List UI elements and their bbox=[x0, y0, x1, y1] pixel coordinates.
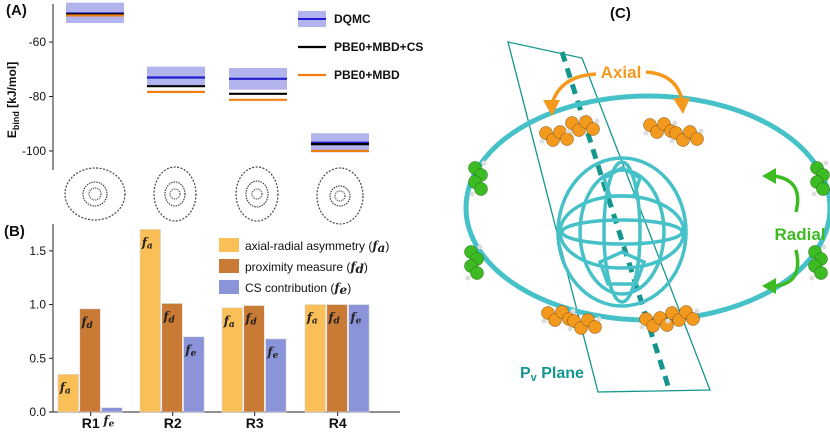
radial-arrow-top bbox=[773, 174, 800, 213]
bar-fd bbox=[79, 308, 101, 413]
panel-b-category-label: R4 bbox=[329, 415, 347, 431]
bar-fa-label: fa bbox=[141, 235, 153, 251]
bar-fe bbox=[265, 338, 287, 413]
legend-mbd-label: PBE0+MBD bbox=[334, 68, 400, 82]
molecule-thumbnail-r4 bbox=[316, 167, 364, 225]
radial-arrow-bottom bbox=[773, 249, 800, 288]
axial-label: Axial bbox=[601, 63, 642, 82]
radial-atom-cluster bbox=[808, 244, 828, 281]
bar-fa bbox=[57, 374, 79, 413]
bar-fa bbox=[221, 307, 243, 413]
panel-c-diagram: Axial Radial Pv Plane bbox=[463, 41, 830, 393]
panel-a-ytick-label: -80 bbox=[29, 90, 47, 104]
legend-dqmc-label: DQMC bbox=[334, 12, 371, 26]
panel-a-ytick-label: -100 bbox=[22, 144, 46, 158]
bar-fa bbox=[304, 304, 326, 413]
panel-b-category-label: R3 bbox=[246, 415, 264, 431]
panel-b-ytick-label: 0.5 bbox=[29, 351, 46, 365]
bar-fe bbox=[183, 336, 205, 413]
legend-fd-label: proximity measure (fd) bbox=[245, 260, 368, 276]
radial-atom-cluster bbox=[810, 160, 830, 197]
axial-atom-cluster bbox=[539, 125, 574, 147]
radial-atom-groups bbox=[464, 160, 830, 281]
bar-fe-label: fe bbox=[349, 311, 361, 327]
bar-fd-label: fd bbox=[80, 315, 93, 331]
legend-mbdcs-label: PBE0+MBD+CS bbox=[334, 40, 423, 54]
radial-atom-cluster bbox=[468, 160, 488, 197]
panel-a-y-label: Ebind [kJ/mol] bbox=[5, 62, 21, 138]
axial-arrow-left bbox=[550, 72, 597, 105]
legend-fe-swatch bbox=[219, 280, 239, 294]
legend-fa-swatch bbox=[219, 238, 239, 252]
legend-fa-label: axial-radial asymmetry (fa) bbox=[245, 239, 389, 255]
bar-fe-label: fe bbox=[102, 414, 114, 430]
radial-arrowhead-top bbox=[762, 168, 776, 184]
panel-label-a: (A) bbox=[6, 2, 27, 19]
bar-fa bbox=[139, 229, 161, 413]
bar-fd-label: fd bbox=[327, 311, 340, 327]
bar-fe bbox=[348, 304, 370, 413]
molecule-thumbnails bbox=[64, 166, 364, 225]
bar-fa-label: fa bbox=[59, 380, 71, 396]
panel-b-ytick-label: 1.0 bbox=[29, 298, 46, 312]
molecule-thumbnail-r2 bbox=[153, 166, 197, 222]
bar-fd bbox=[161, 303, 183, 413]
bar-fa-label: fa bbox=[306, 311, 318, 327]
bar-fe bbox=[101, 407, 123, 413]
legend-fe-label: CS contribution (fe) bbox=[245, 281, 351, 297]
molecule-thumbnail-r3 bbox=[235, 166, 279, 222]
bar-fd-label: fd bbox=[244, 312, 257, 328]
fullerene-cage bbox=[556, 156, 688, 308]
bar-fe-label: fe bbox=[266, 345, 278, 361]
axial-arrowhead-right bbox=[673, 98, 690, 114]
axial-atom-cluster bbox=[565, 115, 600, 137]
axial-arrow-right bbox=[645, 70, 684, 101]
pv-plane-label: Pv Plane bbox=[520, 365, 584, 384]
radial-arrowhead-bottom bbox=[762, 278, 776, 294]
bar-fa-label: fa bbox=[223, 314, 235, 330]
panel-b-ytick-label: 0.0 bbox=[29, 405, 46, 419]
panel-b-category-label: R1 bbox=[82, 415, 100, 431]
bar-fe-label: fe bbox=[184, 343, 196, 359]
panel-label-b: (B) bbox=[4, 223, 25, 240]
axial-atom-groups bbox=[539, 115, 704, 335]
axial-atom-cluster bbox=[665, 305, 700, 327]
panel-a-chart: Ebind [kJ/mol] -60 -80 -100 DQMC PBE0+MBD+… bbox=[5, 2, 423, 225]
panel-b-legend: axial-radial asymmetry (fa) proximity me… bbox=[219, 238, 389, 297]
pv-axis-dashed-line bbox=[559, 51, 673, 393]
panel-a-ytick-label: -60 bbox=[29, 35, 47, 49]
bar-fd-label: fd bbox=[162, 309, 175, 325]
legend-fd-swatch bbox=[219, 259, 239, 273]
radial-atom-cluster bbox=[464, 244, 484, 281]
panel-label-c: (C) bbox=[610, 5, 631, 22]
panel-b-category-label: R2 bbox=[164, 415, 182, 431]
molecule-thumbnail-r1 bbox=[64, 167, 126, 221]
axial-arrowhead-left bbox=[543, 100, 560, 116]
panel-b-ytick-label: 1.5 bbox=[29, 244, 46, 258]
radial-label: Radial bbox=[774, 225, 825, 244]
bar-fd bbox=[326, 304, 348, 413]
axial-atom-cluster bbox=[541, 305, 576, 327]
bar-fd bbox=[243, 305, 265, 413]
axial-atom-cluster bbox=[669, 125, 704, 147]
axial-atom-cluster bbox=[567, 313, 602, 335]
panel-a-legend: DQMC PBE0+MBD+CS PBE0+MBD bbox=[298, 11, 423, 82]
